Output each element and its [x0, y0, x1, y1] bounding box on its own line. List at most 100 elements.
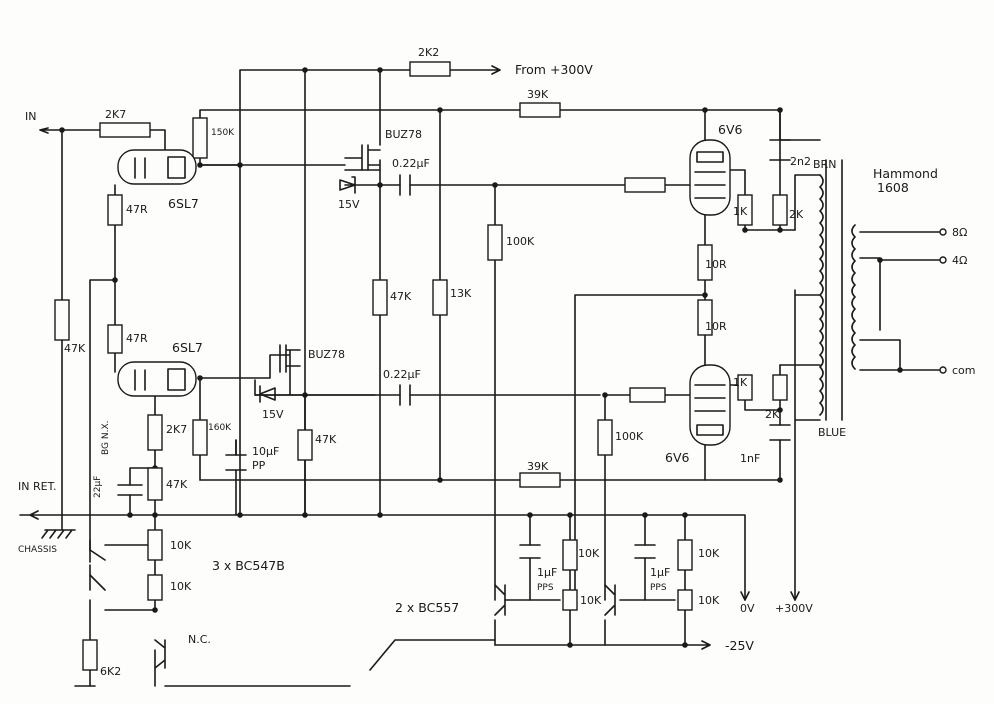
resistor-13k: [432, 279, 448, 316]
resistor-grid-bottom: [629, 387, 666, 403]
label-r-47k-mid: 47K: [390, 290, 412, 303]
label-rail-m25v: -25V: [725, 638, 754, 653]
label-r-100k-bottom: 100K: [615, 430, 644, 443]
resistors: [54, 61, 788, 671]
label-bc547-note: 3 x BC547B: [212, 558, 285, 573]
resistor-1k-bottom: [737, 374, 753, 401]
label-r-10k-f: 10K: [698, 594, 720, 607]
label-cap-10uf: 10µF: [252, 445, 279, 458]
label-chassis: CHASSIS: [18, 545, 57, 555]
hammond-transformer: [819, 159, 947, 421]
resistor-100k-top: [487, 224, 503, 261]
label-r-1k-bottom: 1K: [733, 376, 748, 389]
resistor-2k2-top: [409, 61, 451, 77]
label-r-47r-top: 47R: [126, 203, 148, 216]
mosfet-buz78-bottom: [279, 344, 301, 373]
tubes: [117, 139, 731, 446]
label-tube-6v6-top: 6V6: [718, 122, 743, 137]
zener-15v-bottom: [259, 385, 276, 403]
label-r-10r-top: 10R: [705, 258, 727, 271]
label-r-10k-a: 10K: [170, 539, 192, 552]
label-out-8: 8Ω: [952, 226, 967, 239]
label-blue: BLUE: [818, 426, 846, 439]
capacitor-2n2: [769, 139, 791, 161]
resistor-39k-top: [519, 102, 561, 118]
capacitor-22uf: [117, 484, 143, 496]
resistor-10k-a: [147, 529, 163, 561]
resistor-100k-bottom: [597, 419, 613, 456]
label-zener-top: 15V: [338, 198, 360, 211]
resistor-150k: [192, 117, 208, 159]
capacitors: [117, 139, 791, 559]
resistor-1k-top: [737, 194, 753, 226]
label-r-10k-b: 10K: [170, 580, 192, 593]
label-brn: BRN: [813, 158, 836, 171]
resistor-2k-top: [772, 194, 788, 226]
resistor-47r-bottom: [107, 324, 123, 354]
label-r-47k-cathode: 47K: [166, 478, 188, 491]
resistor-47k-mid: [372, 279, 388, 316]
label-r-39k-bottom: 39K: [527, 460, 549, 473]
label-rail-300v: +300V: [775, 602, 813, 615]
label-r-47r-bottom: 47R: [126, 332, 148, 345]
resistor-160k: [192, 419, 208, 456]
resistor-2k7-input: [99, 122, 151, 138]
resistor-10k-f: [677, 589, 693, 611]
label-tube-6sl7-top: 6SL7: [168, 196, 199, 211]
label-cap-1uf-b: 1µF: [650, 566, 670, 579]
capacitor-1uf-a: [519, 544, 541, 559]
tube-6v6-top: [689, 139, 731, 216]
label-r-10k-e: 10K: [698, 547, 720, 560]
label-cap-1uf-a-type: PPS: [537, 583, 554, 593]
resistor-39k-bottom: [519, 472, 561, 488]
label-r-2k-bottom: 2K: [765, 408, 780, 421]
transistor-bc557-b: [604, 584, 616, 616]
label-r-150k: 150K: [211, 128, 235, 138]
resistor-47k-cathode: [147, 467, 163, 501]
label-in-ret: IN RET.: [18, 480, 56, 493]
resistor-10k-d: [562, 589, 578, 611]
label-out-4: 4Ω: [952, 254, 967, 267]
zener-15v-top: [339, 176, 356, 194]
label-r-10k-c: 10K: [578, 547, 600, 560]
capacitor-0u22-top: [399, 174, 411, 196]
label-cap-1uf-a: 1µF: [537, 566, 557, 579]
label-rail-0v: 0V: [740, 602, 755, 615]
label-hammond: Hammond: [873, 166, 938, 181]
label-r-39k-top: 39K: [527, 88, 549, 101]
label-tube-6sl7-bottom: 6SL7: [172, 340, 203, 355]
resistor-10k-e: [677, 539, 693, 571]
label-in: IN: [25, 110, 36, 123]
label-r-160k: 160K: [208, 423, 232, 433]
resistor-10k-b: [147, 574, 163, 601]
capacitor-1uf-b: [634, 544, 656, 559]
resistor-2k-bottom: [772, 374, 788, 401]
label-r-2k-top: 2K: [789, 208, 804, 221]
label-zener-bottom: 15V: [262, 408, 284, 421]
label-nc: N.C.: [188, 633, 211, 646]
rail-300v-arrow-icon: [790, 591, 800, 601]
tube-6sl7-bottom: [117, 361, 197, 397]
label-r-10k-d: 10K: [580, 594, 602, 607]
label-bc557-note: 2 x BC557: [395, 600, 459, 615]
label-cap-1uf-b-type: PPS: [650, 583, 667, 593]
resistor-2k7-cathode: [147, 414, 163, 451]
chassis-ground-icon: [41, 514, 76, 539]
label-r-2k2: 2K2: [418, 46, 439, 59]
labels: IN IN RET. CHASSIS From +300V 2K2 39K 39…: [18, 46, 976, 678]
mosfet-buz78-top: [344, 144, 381, 171]
label-mosfet-top: BUZ78: [385, 128, 422, 141]
label-cap-1nf: 1nF: [740, 452, 760, 465]
label-tube-6v6-bottom: 6V6: [665, 450, 690, 465]
label-r-6k2: 6K2: [100, 665, 121, 678]
label-cap-22uf: 22µF: [93, 476, 103, 498]
resistor-10r-bottom: [697, 299, 713, 336]
label-r-1k-top: 1K: [733, 205, 748, 218]
label-cap-top: 0.22µF: [392, 157, 430, 170]
resistor-47k-input: [54, 299, 70, 341]
label-hammond-model: 1608: [877, 180, 909, 195]
capacitor-10uf-pp: [225, 439, 247, 471]
label-cap-bottom: 0.22µF: [383, 368, 421, 381]
